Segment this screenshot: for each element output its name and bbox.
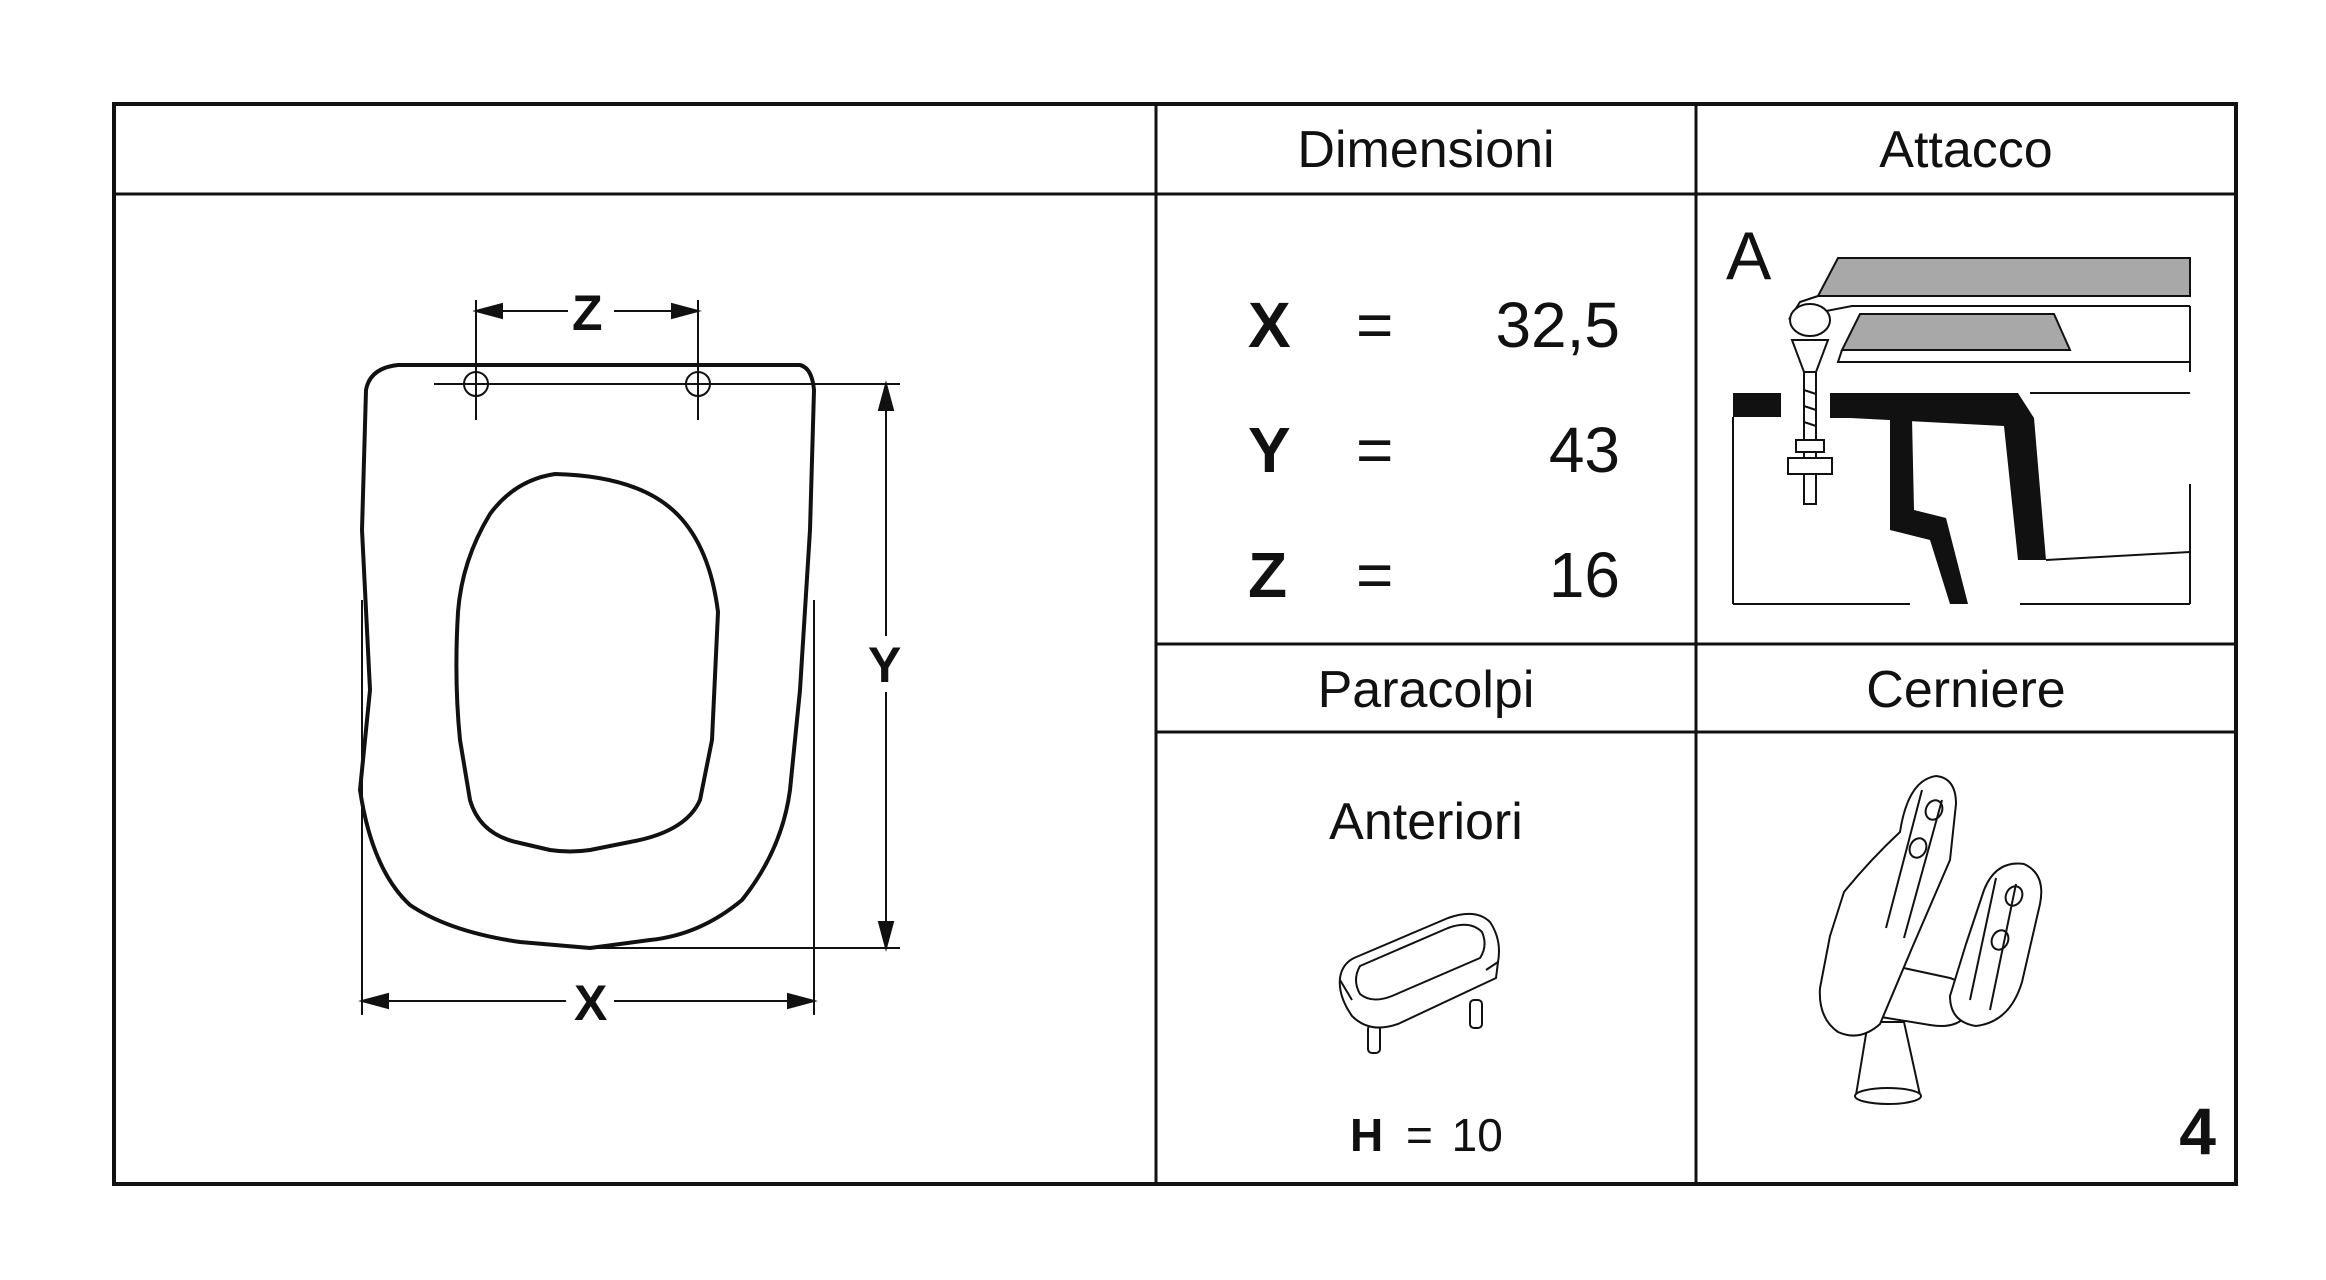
dimension-row-x: X = 32,5 xyxy=(1160,285,1620,365)
seat-outline xyxy=(358,363,816,950)
bumper-height: H = 10 xyxy=(1350,1112,1503,1158)
height-value: 10 xyxy=(1451,1109,1503,1161)
x-label: X xyxy=(574,975,608,1031)
y-label: Y xyxy=(868,637,902,693)
header-cerniere: Cerniere xyxy=(1866,661,2066,719)
dimension-equals: = xyxy=(1356,289,1394,361)
hinge-pivot xyxy=(1789,303,1831,337)
dimension-key: Z xyxy=(1248,539,1288,611)
dimension-value: 32,5 xyxy=(1495,289,1620,361)
dimension-value: 16 xyxy=(1548,539,1620,611)
dimension-equals: = xyxy=(1356,539,1394,611)
seat-lid-profile xyxy=(1816,257,2191,297)
z-arrow-right xyxy=(671,302,702,320)
seat-drawing xyxy=(358,300,900,1015)
dimension-key: Y xyxy=(1248,414,1291,486)
y-arrow-top xyxy=(877,380,895,411)
hinge-arm-right xyxy=(1949,862,2043,1027)
bowl-section xyxy=(1733,393,2046,604)
attacco-type-letter: A xyxy=(1726,218,1772,294)
z-label: Z xyxy=(572,285,603,341)
dimension-row-z: Z = 16 xyxy=(1160,535,1620,615)
header-attacco: Attacco xyxy=(1879,121,2053,179)
attacco-diagram xyxy=(1732,257,2191,605)
dimension-value: 43 xyxy=(1548,414,1620,486)
x-arrow-right xyxy=(787,992,818,1010)
dimension-key: X xyxy=(1248,289,1291,361)
header-paracolpi: Paracolpi xyxy=(1317,661,1535,719)
dimension-equals: = xyxy=(1356,414,1394,486)
y-arrow-bottom xyxy=(877,921,895,952)
z-arrow-left xyxy=(472,302,503,320)
bumper-drawing xyxy=(1338,912,1500,1054)
fixing-bolt xyxy=(1787,339,1833,505)
page-number: 4 xyxy=(2179,1094,2216,1168)
height-equals: = xyxy=(1406,1109,1433,1161)
header-dimensioni: Dimensioni xyxy=(1297,121,1555,179)
x-arrow-left xyxy=(358,992,389,1010)
hinge-drawing xyxy=(1818,775,2043,1105)
seat-ring-profile xyxy=(1840,313,2072,351)
dimension-row-y: Y = 43 xyxy=(1160,410,1620,490)
hinge-arm-left xyxy=(1818,775,1957,1037)
height-key: H xyxy=(1350,1109,1384,1161)
paracolpi-subtitle: Anteriori xyxy=(1329,793,1523,851)
seat-opening xyxy=(454,472,720,854)
